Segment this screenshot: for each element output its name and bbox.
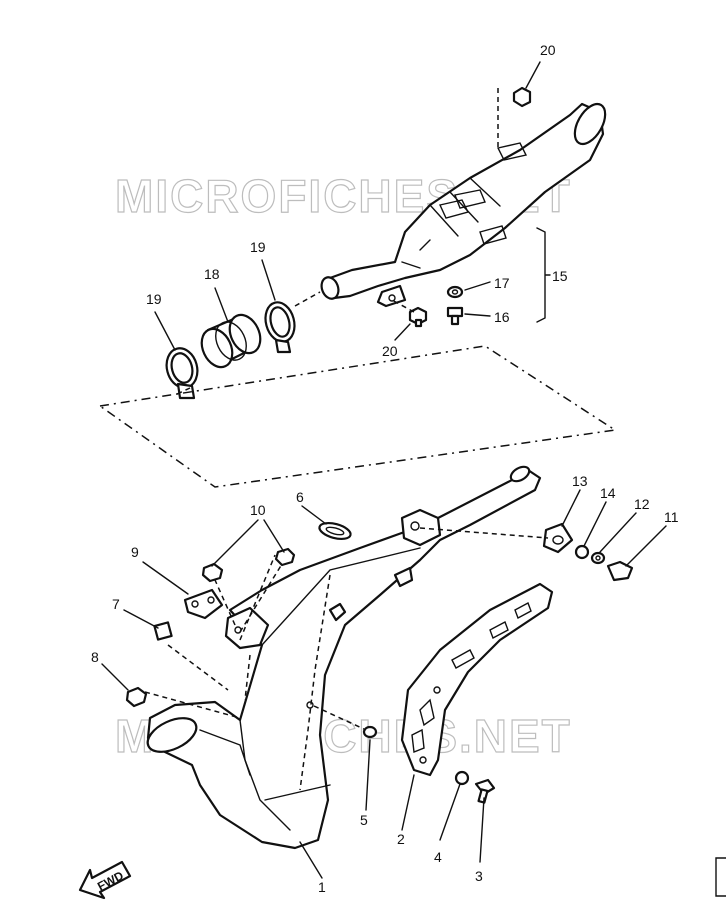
collar-14 xyxy=(574,544,590,560)
bolt-10-right xyxy=(274,547,296,567)
callout-4: 4 xyxy=(434,849,442,865)
washer-5 xyxy=(362,725,378,739)
damper-13 xyxy=(542,522,574,554)
protector xyxy=(400,582,554,777)
washer-4 xyxy=(454,770,470,786)
callout-3: 3 xyxy=(475,868,483,884)
bolt-3 xyxy=(474,778,496,804)
callout-19-right: 19 xyxy=(250,239,266,255)
callout-10: 10 xyxy=(250,502,266,518)
callout-17: 17 xyxy=(494,275,510,291)
callout-16: 16 xyxy=(494,309,510,325)
joint-18 xyxy=(200,313,262,369)
callout-18: 18 xyxy=(204,266,220,282)
stay-9 xyxy=(183,588,224,620)
callout-20-top: 20 xyxy=(540,42,556,58)
callout-8: 8 xyxy=(91,649,99,665)
callout-5: 5 xyxy=(360,812,368,828)
callout-14: 14 xyxy=(600,485,616,501)
bolt-20-top xyxy=(512,86,532,108)
callout-9: 9 xyxy=(131,544,139,560)
leader-lines xyxy=(101,61,667,879)
bolt-11 xyxy=(606,560,634,582)
bolt-16 xyxy=(446,306,464,326)
callout-20-bottom: 20 xyxy=(382,343,398,359)
washer-12 xyxy=(590,551,606,565)
washer-17 xyxy=(446,285,464,299)
callout-13: 13 xyxy=(572,473,588,489)
forward-arrow-icon: FWD xyxy=(78,860,132,900)
callout-19-left: 19 xyxy=(146,291,162,307)
callout-12: 12 xyxy=(634,496,650,512)
callout-2: 2 xyxy=(397,831,405,847)
installation-lines xyxy=(144,88,549,731)
callout-11: 11 xyxy=(664,509,679,525)
callout-15: 15 xyxy=(552,268,568,284)
silencer-assembly xyxy=(320,102,607,308)
callout-7: 7 xyxy=(112,596,120,612)
callout-1: 1 xyxy=(318,879,326,895)
clamp-19-left xyxy=(165,347,199,400)
gasket-6 xyxy=(318,521,352,541)
callout-6: 6 xyxy=(296,489,304,505)
clamp-19-right xyxy=(264,301,296,354)
page-corner-mark xyxy=(715,857,726,897)
nut-8 xyxy=(125,686,148,708)
pin-7 xyxy=(153,621,173,641)
assembly-boundary xyxy=(98,345,618,488)
bolt-10-left xyxy=(201,562,224,583)
